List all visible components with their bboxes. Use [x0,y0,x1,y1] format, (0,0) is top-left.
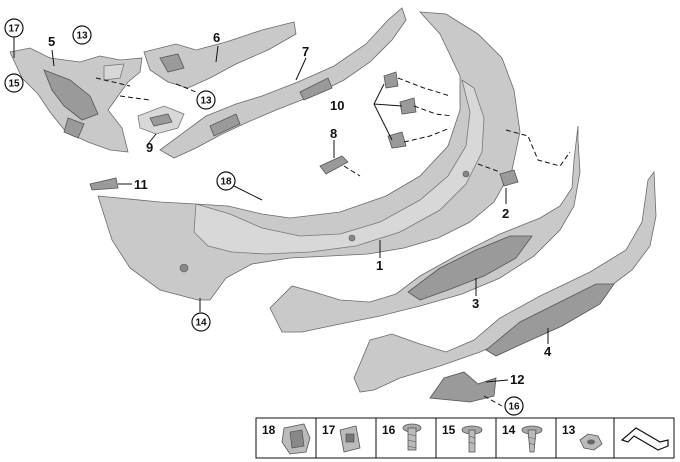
callout-12: 12 [510,372,524,387]
part-3-diffuser [269,125,581,333]
callouts: 5 6 7 9 10 8 11 2 1 3 4 12 [48,30,552,387]
part-6-bracket [143,21,297,89]
callout-4: 4 [544,344,552,359]
callout-10: 10 [330,98,344,113]
circled-15: 15 [8,79,20,90]
legend-num-14: 14 [502,423,516,437]
callout-9: 9 [146,140,153,155]
part-11-strip [89,177,119,191]
part-8-clip [319,155,349,175]
legend-num-17: 17 [322,423,336,437]
fastener-legend: 18 17 16 15 14 13 [255,417,675,459]
legend-num-18: 18 [262,423,276,437]
circled-16: 16 [508,402,520,413]
part-1-bumper-cover [97,11,521,301]
tapping-screw-icon [521,425,543,453]
part-2-holder [499,169,519,187]
callout-7: 7 [302,44,309,59]
circled-18: 18 [220,177,232,188]
legend-num-13: 13 [562,423,576,437]
bracket-outline-icon [620,427,669,451]
part-4-diffuser [353,170,657,393]
legend-num-16: 16 [382,423,396,437]
circled-callouts: 17 15 13 13 18 14 16 [4,18,524,416]
circled-14: 14 [195,318,207,329]
legend-num-15: 15 [442,423,456,437]
assembly-lines [95,77,571,407]
circled-13-b: 13 [200,96,212,107]
screw-icon [402,423,422,451]
part-10-brackets [383,71,417,149]
hex-nut-icon [579,433,603,451]
circled-17: 17 [8,24,20,35]
part-7-carrier [159,7,407,159]
part-5-bracket [9,47,143,153]
part-9-plate [137,105,185,135]
bolt-icon [461,425,483,453]
callout-6: 6 [213,30,220,45]
callout-11: 11 [134,177,148,192]
callout-2: 2 [502,206,509,221]
clip-icon [281,423,311,455]
callout-5: 5 [48,34,55,49]
callout-3: 3 [472,296,479,311]
circled-13-a: 13 [76,31,88,42]
nut-clip-icon [339,425,361,453]
callout-1: 1 [376,258,383,273]
part-12-bracket [429,371,497,403]
callout-8: 8 [330,126,337,141]
leader-lines [13,36,549,383]
